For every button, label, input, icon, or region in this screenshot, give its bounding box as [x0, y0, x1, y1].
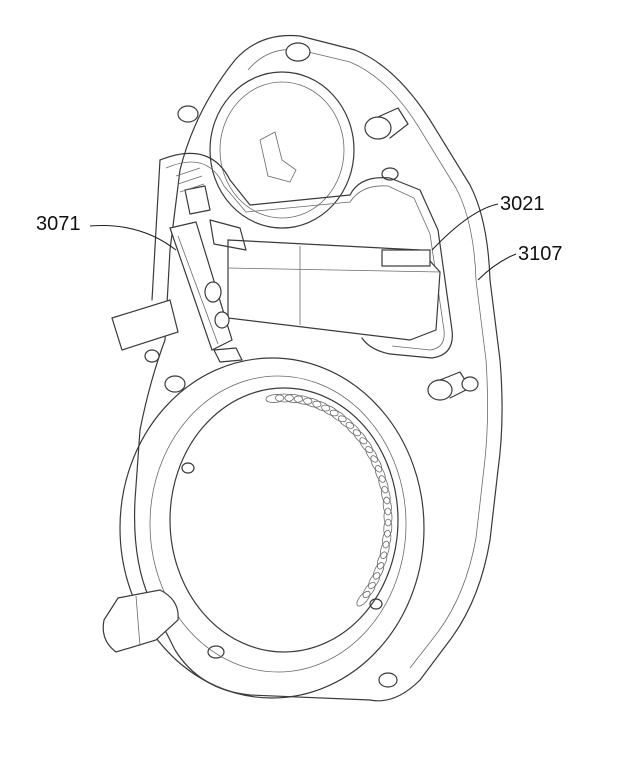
spring-coil: [359, 437, 373, 454]
leader-line-3107: [477, 253, 517, 281]
spring-coil: [378, 475, 389, 494]
spring-coil: [368, 572, 381, 590]
spring-coil: [381, 485, 391, 505]
spring-coil: [383, 518, 393, 538]
spring-coil: [265, 394, 285, 403]
spring-coil: [379, 540, 390, 560]
spring-coil: [303, 397, 322, 408]
spring-coil: [275, 393, 294, 403]
spring-coil: [365, 446, 378, 463]
spring-coil: [352, 429, 368, 445]
ref-number-3107: 3107: [518, 243, 563, 265]
screw-bosses: [144, 42, 479, 688]
spring-coil: [337, 415, 355, 429]
leader-line-3071: [89, 224, 177, 251]
spring-coil: [382, 496, 392, 516]
upper-window: [209, 71, 355, 229]
ref-number-3021: 3021: [500, 193, 545, 215]
spring-coil: [376, 551, 388, 570]
latch-mechanism: [111, 167, 247, 363]
spring-coil: [345, 422, 361, 437]
spring-coil: [370, 455, 383, 473]
ref-label-3021: 3021: [431, 193, 545, 251]
central-block: [227, 239, 441, 341]
spring-coil: [383, 507, 393, 527]
spring-coil: [284, 394, 304, 403]
wire-frame: [151, 152, 453, 359]
housing-body: [134, 34, 503, 702]
spring-coil: [372, 562, 385, 580]
spring-coil: [382, 529, 392, 549]
side-knob: [102, 589, 179, 653]
leader-line-3021: [431, 203, 499, 251]
coil-spring: [265, 393, 393, 607]
spring-coil: [293, 395, 313, 405]
ref-label-3071: 3071: [36, 213, 177, 251]
spring-coil: [356, 590, 371, 607]
spring-coil: [329, 409, 347, 423]
spring-coil: [321, 404, 339, 417]
ref-number-3071: 3071: [36, 213, 81, 235]
spring-coil: [362, 581, 376, 599]
lower-ring: [119, 357, 425, 699]
spring-coil: [312, 400, 331, 412]
spring-coil: [374, 465, 386, 483]
ref-label-3107: 3107: [477, 243, 563, 281]
